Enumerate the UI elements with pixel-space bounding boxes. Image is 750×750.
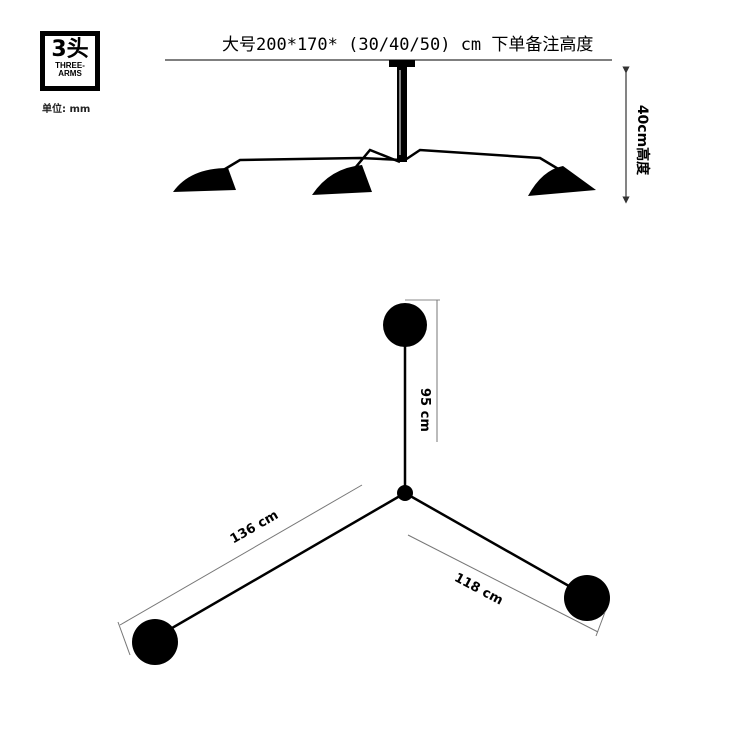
middle-shade: [312, 165, 372, 195]
unit-label: 单位: mm: [42, 104, 91, 115]
right-arm-dimension: [407, 534, 599, 633]
size-title: 大号200*170* (30/40/50) cm 下单备注高度: [222, 35, 594, 55]
hub: [397, 485, 413, 501]
right-shade: [528, 166, 596, 196]
left-shade: [173, 168, 236, 192]
top-arm-label: 95 cm: [417, 388, 432, 432]
top-shade: [383, 303, 427, 347]
middle-arm-front: [354, 148, 401, 169]
badge-line2: ARMS: [58, 69, 82, 78]
right-shade-top: [564, 575, 610, 621]
badge-heads: 3头: [51, 37, 89, 62]
canopy: [389, 60, 415, 67]
three-arms-badge: 3头 THREE- ARMS: [40, 31, 100, 91]
stem: [397, 67, 407, 162]
height-label: 40cm高度: [634, 104, 651, 176]
right-arm-front: [404, 148, 561, 172]
badge-line1: THREE-: [55, 61, 85, 70]
left-arm-front: [209, 156, 403, 180]
left-shade-top: [132, 619, 178, 665]
left-arm-dimension: [119, 484, 363, 626]
